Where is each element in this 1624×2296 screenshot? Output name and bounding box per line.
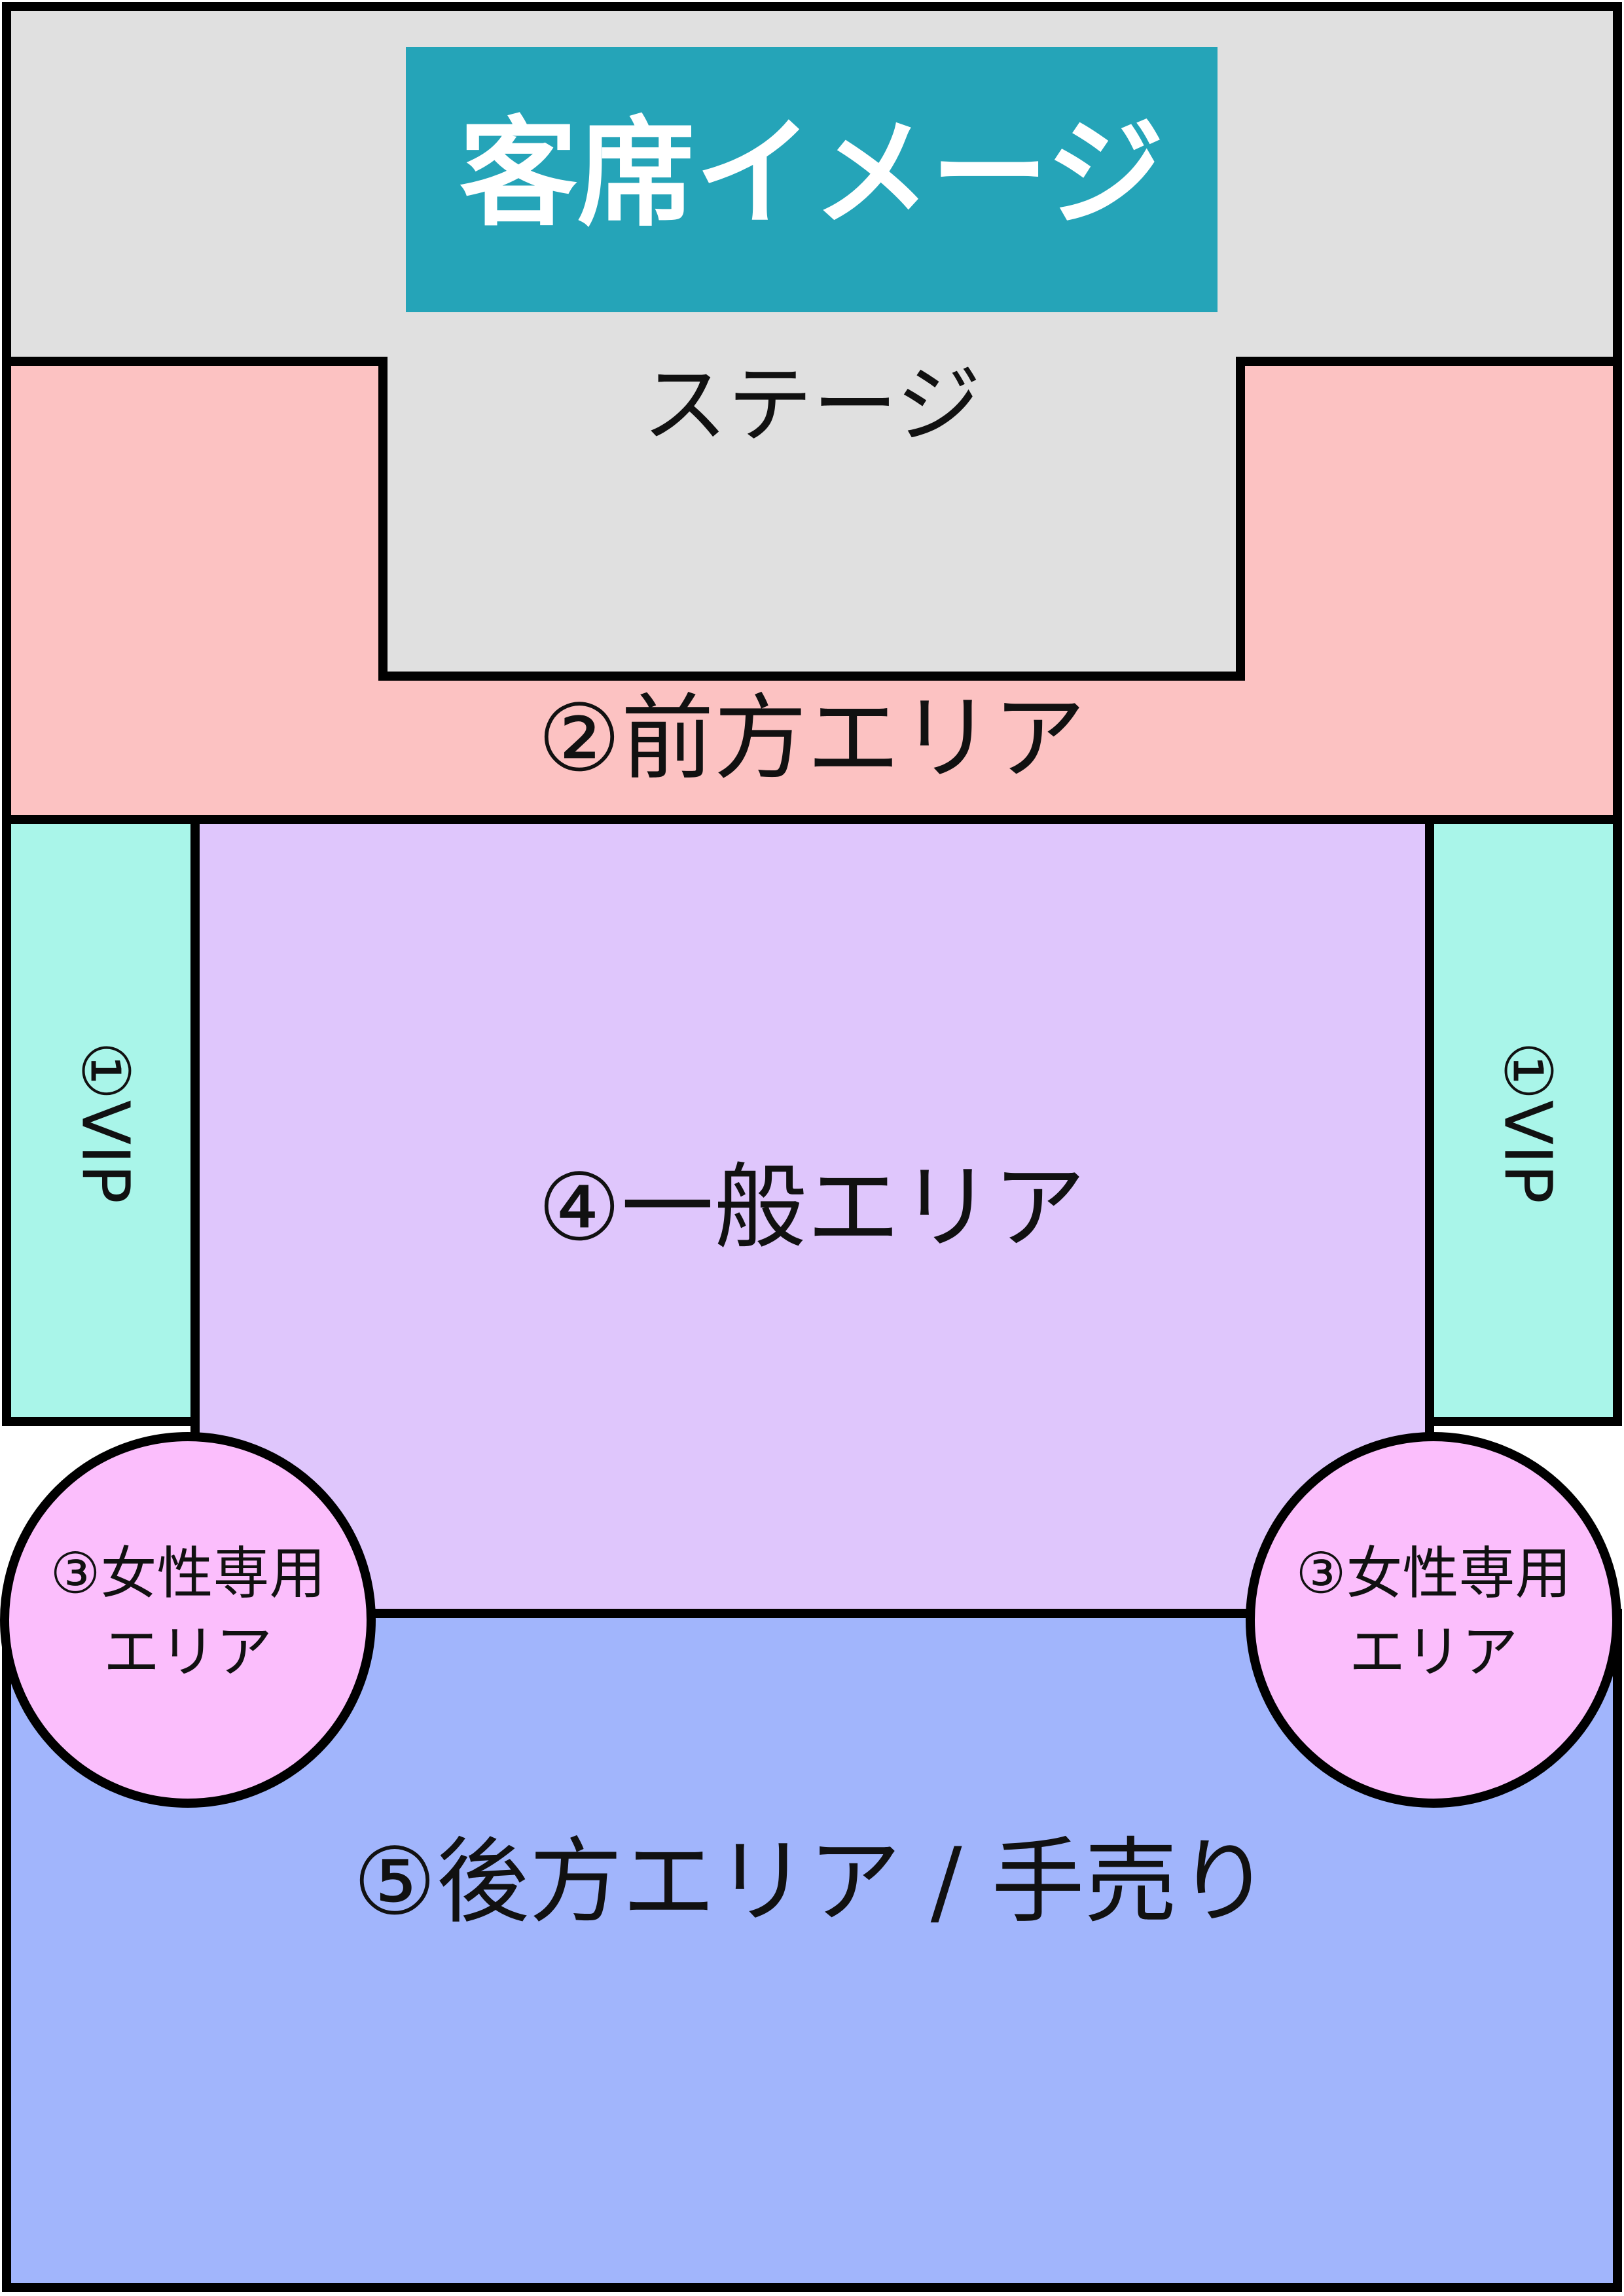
- women-right-label-line2: エリア: [1349, 1619, 1518, 1685]
- title-box: [406, 47, 1218, 312]
- general-area-label: ④一般エリア: [537, 1154, 1085, 1262]
- stage-label: ステージ: [642, 355, 981, 455]
- women-left-label-line1: ③女性専用: [50, 1541, 325, 1606]
- vip-left-label: ①VIP: [67, 1041, 144, 1204]
- vip-right-label: ①VIP: [1490, 1041, 1566, 1204]
- vip-right-area[interactable]: [1425, 815, 1622, 1426]
- women-area-right[interactable]: [1246, 1432, 1621, 1808]
- women-area-left[interactable]: [0, 1432, 376, 1808]
- general-area[interactable]: [190, 815, 1434, 1618]
- page-title: 客席イメージ: [460, 105, 1164, 242]
- women-left-label-line2: エリア: [103, 1619, 272, 1685]
- front-area-label: ②前方エリア: [537, 685, 1085, 793]
- women-right-label-line1: ③女性専用: [1295, 1541, 1571, 1606]
- rear-area-label: ⑤後方エリア / 手売り: [353, 1828, 1270, 1936]
